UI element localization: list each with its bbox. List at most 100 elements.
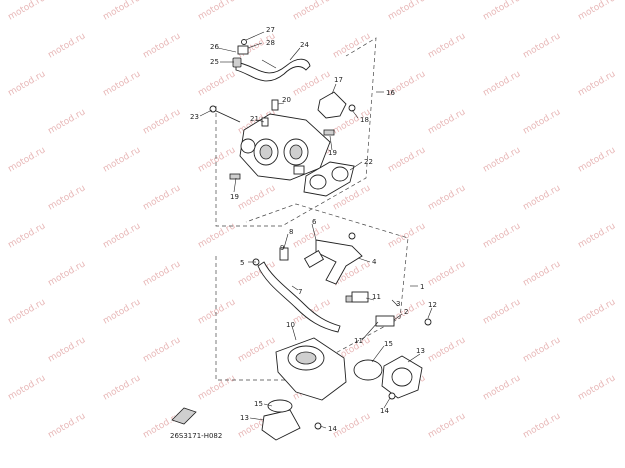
intake-flange-bore <box>391 367 413 387</box>
fuel-rail <box>315 239 363 285</box>
watermark-text: motod.ru <box>522 411 563 440</box>
callout-16: 16 <box>386 89 395 97</box>
callout-14-lower: 14 <box>328 425 337 433</box>
callout-20: 20 <box>282 96 291 104</box>
assembly-boundaries <box>215 37 418 381</box>
throttle-bore-right-inner <box>289 144 303 160</box>
watermark-text: motod.ru <box>427 259 468 288</box>
watermark-text: motod.ru <box>197 69 238 98</box>
watermark-text: motod.ru <box>197 145 238 174</box>
clip-19-lower <box>229 173 241 180</box>
watermark-text: motod.ru <box>142 107 183 136</box>
watermark-text: motod.ru <box>102 145 143 174</box>
callout-6: 6 <box>312 218 317 226</box>
fitting-26 <box>237 45 249 55</box>
watermark-text: motod.ru <box>427 411 468 440</box>
screw-12 <box>424 318 432 326</box>
gasket-hole-left <box>309 174 327 190</box>
watermark-text: motod.ru <box>292 69 333 98</box>
screw-27 <box>241 39 247 45</box>
callout-11-lower: 11 <box>354 337 363 345</box>
intake-joint-bore-inner <box>295 351 317 365</box>
watermark-text: motod.ru <box>427 31 468 60</box>
bolt-23 <box>213 109 241 123</box>
watermark-text: motod.ru <box>522 183 563 212</box>
watermark-text: motod.ru <box>387 0 428 23</box>
callout-22: 22 <box>364 158 373 166</box>
injector-right <box>351 291 369 303</box>
watermark-text: motod.ru <box>142 335 183 364</box>
watermark-text: motod.ru <box>142 183 183 212</box>
watermark-text: motod.ru <box>292 0 333 23</box>
watermark-text: motod.ru <box>482 373 523 402</box>
label-tag <box>171 407 197 425</box>
watermark-text: motod.ru <box>47 183 88 212</box>
watermark-text: motod.ru <box>577 373 618 402</box>
watermark-text: motod.ru <box>47 411 88 440</box>
watermark-text: motod.ru <box>482 221 523 250</box>
watermark-text: motod.ru <box>577 221 618 250</box>
callout-5: 5 <box>240 259 244 267</box>
watermark-text: motod.ru <box>47 31 88 60</box>
callout-4: 4 <box>372 258 377 266</box>
band-clamp-15 <box>353 359 383 381</box>
upper-assembly-boundary <box>215 37 377 227</box>
watermark-text: motod.ru <box>577 0 618 23</box>
callout-13-right: 13 <box>416 347 425 355</box>
callout-11-upper: 11 <box>372 293 381 301</box>
watermark-text: motod.ru <box>102 69 143 98</box>
callout-9: 9 <box>280 244 284 252</box>
callout-18: 18 <box>360 116 369 124</box>
bolt-23-head <box>209 105 217 113</box>
bolt-14-lower <box>314 422 322 430</box>
watermark-text: motod.ru <box>522 31 563 60</box>
band-clamp-15-lower <box>267 399 293 413</box>
callout-1: 1 <box>420 283 424 291</box>
callout-27: 27 <box>266 26 275 34</box>
callout-17: 17 <box>334 76 343 84</box>
watermark-text: motod.ru <box>142 31 183 60</box>
watermark-text: motod.ru <box>237 183 278 212</box>
callout-10: 10 <box>286 321 295 329</box>
watermark-text: motod.ru <box>7 373 48 402</box>
clip-21 <box>261 117 269 127</box>
callout-19-upper: 19 <box>328 149 337 157</box>
watermark-text: motod.ru <box>522 335 563 364</box>
watermark-text: motod.ru <box>237 335 278 364</box>
injector-left <box>303 250 325 268</box>
throttle-position-sensor <box>317 91 347 119</box>
watermark-text: motod.ru <box>47 107 88 136</box>
injector-lower <box>375 315 395 327</box>
sensor-screw <box>348 104 356 112</box>
throttle-pulley <box>240 138 256 154</box>
watermark-text: motod.ru <box>577 145 618 174</box>
watermark-text: motod.ru <box>427 183 468 212</box>
watermark-text: motod.ru <box>7 69 48 98</box>
fuel-hose <box>257 261 341 333</box>
watermark-text: motod.ru <box>482 0 523 23</box>
callout-14-right: 14 <box>380 407 389 415</box>
callout-15-right: 15 <box>384 340 393 348</box>
gasket-hole-right <box>331 166 349 182</box>
clip-20 <box>271 99 279 111</box>
leader-lines <box>199 31 433 429</box>
watermark-text: motod.ru <box>577 297 618 326</box>
watermark-text: motod.ru <box>47 259 88 288</box>
watermark-text: motod.ru <box>482 297 523 326</box>
bolt-14-right <box>388 392 396 400</box>
callout-15-lower: 15 <box>254 400 263 408</box>
watermark-text: motod.ru <box>102 297 143 326</box>
callout-24: 24 <box>300 41 309 49</box>
watermark-text: motod.ru <box>7 145 48 174</box>
watermark-text: motod.ru <box>427 335 468 364</box>
vacuum-hose <box>235 58 311 82</box>
watermark-text: motod.ru <box>482 145 523 174</box>
connector <box>293 165 305 175</box>
callout-12: 12 <box>428 301 437 309</box>
watermark-text: motod.ru <box>387 145 428 174</box>
watermark-text: motod.ru <box>7 297 48 326</box>
callout-2: 2 <box>404 308 408 316</box>
callout-labels: 27 28 26 24 25 17 16 20 23 21 18 19 22 1… <box>190 26 437 433</box>
watermark-text: motod.ru <box>197 0 238 23</box>
